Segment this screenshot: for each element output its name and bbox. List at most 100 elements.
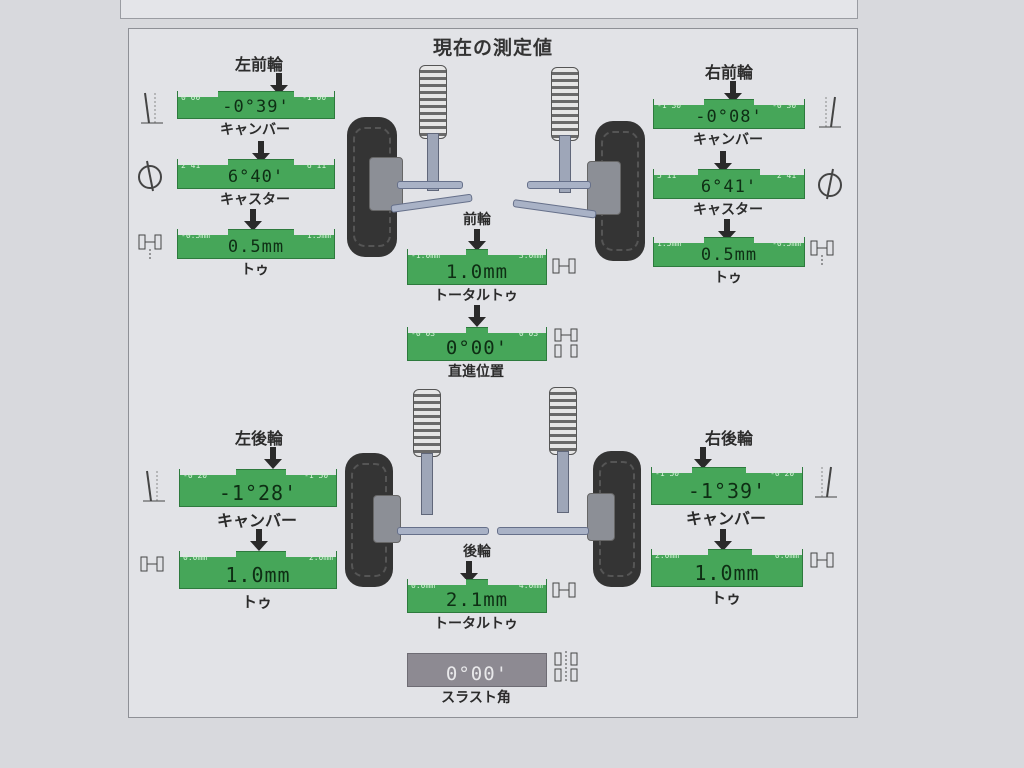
toe-icon bbox=[138, 234, 162, 261]
front-left-camber-min: 0°00' bbox=[181, 93, 206, 102]
rear-right-camber-gauge: -1°50' -0°20' -1°39' bbox=[651, 467, 803, 505]
straight-ahead-min: -0°03' bbox=[411, 329, 440, 338]
caster-icon-right bbox=[818, 168, 842, 200]
front-total-toe-gauge: -1.0mm 3.0mm 1.0mm bbox=[407, 249, 547, 285]
rear-camber-icon-right bbox=[815, 466, 837, 498]
rear-left-hub bbox=[373, 495, 401, 543]
thrust-icon bbox=[554, 651, 578, 682]
front-right-camber-gauge: -1°30' -0°30' -0°08' bbox=[653, 99, 805, 129]
front-right-toe-caption: トゥ bbox=[714, 270, 742, 286]
front-right-toe-min: 1.5mm bbox=[657, 239, 682, 248]
rear-toe-icon-right bbox=[810, 552, 834, 568]
front-right-tie-rod bbox=[527, 181, 591, 189]
rear-right-toe-max: 0.0mm bbox=[774, 551, 799, 560]
front-right-caster-min: 5°11' bbox=[657, 171, 682, 180]
page-title: 現在の測定値 bbox=[432, 37, 553, 59]
rear-left-camber-max: -1°50' bbox=[304, 471, 333, 480]
front-left-toe-gauge: -0.5mm 1.5mm 0.5mm bbox=[177, 229, 335, 259]
front-right-camber-value: -0°08' bbox=[695, 107, 763, 127]
rear-right-tire bbox=[593, 451, 641, 587]
rear-total-label: 後輪 bbox=[463, 544, 491, 560]
rear-right-toe-value: 1.0mm bbox=[694, 561, 760, 585]
rear-left-label: 左後輪 bbox=[234, 429, 283, 448]
front-right-camber-caption: キャンバー bbox=[693, 132, 763, 148]
rear-left-toe-caption: トゥ bbox=[241, 593, 272, 611]
thrust-angle-gauge: 0°00' bbox=[407, 653, 547, 687]
rear-right-camber-max: -0°20' bbox=[770, 469, 799, 478]
front-left-caster-min: 2°41' bbox=[181, 161, 206, 170]
front-right-toe-max: -0.5mm bbox=[772, 239, 801, 248]
front-left-label: 左前輪 bbox=[234, 55, 283, 74]
rear-left-camber-value: -1°28' bbox=[218, 481, 298, 505]
camber-icon-right bbox=[819, 96, 841, 128]
front-right-spring bbox=[551, 67, 579, 141]
rear-right-arm bbox=[497, 527, 589, 535]
front-right-toe-value: 0.5mm bbox=[700, 245, 758, 265]
rear-total-toe-gauge: 0.0mm 4.0mm 2.1mm bbox=[407, 579, 547, 613]
rear-right-camber-caption: キャンバー bbox=[685, 509, 766, 528]
front-left-camber-caption: キャンバー bbox=[220, 122, 290, 138]
rear-right-hub bbox=[587, 493, 615, 541]
front-left-caster-caption: キャスター bbox=[220, 192, 290, 208]
rear-right-toe-gauge: 2.0mm 0.0mm 1.0mm bbox=[651, 549, 803, 587]
previous-page-edge bbox=[120, 0, 858, 19]
front-left-camber-max: -1°00' bbox=[302, 93, 331, 102]
front-total-toe-caption: トータルトゥ bbox=[434, 288, 518, 304]
rear-camber-icon bbox=[143, 470, 165, 502]
front-right-label: 右前輪 bbox=[704, 63, 753, 82]
rear-left-camber-gauge: -0°20' -1°50' -1°28' bbox=[179, 469, 337, 507]
rear-right-camber-min: -1°50' bbox=[655, 469, 684, 478]
front-right-caster-gauge: 5°11' 2°41' 6°41' bbox=[653, 169, 805, 199]
total-toe-icon bbox=[552, 258, 576, 274]
front-left-toe-min: -0.5mm bbox=[181, 231, 210, 240]
rear-right-toe-min: 2.0mm bbox=[655, 551, 680, 560]
front-left-camber-gauge: 0°00' -1°00' -0°39' bbox=[177, 91, 335, 119]
front-left-caster-max: 6°11' bbox=[306, 161, 331, 170]
front-left-caster-value: 6°40' bbox=[227, 167, 285, 187]
straight-ahead-caption: 直進位置 bbox=[448, 364, 504, 380]
rear-right-spring bbox=[549, 387, 577, 455]
rear-left-arm bbox=[397, 527, 489, 535]
front-right-camber-min: -1°30' bbox=[657, 101, 686, 110]
front-left-toe-caption: トゥ bbox=[241, 262, 269, 278]
rear-toe-icon bbox=[140, 556, 164, 572]
steering-icon bbox=[554, 328, 578, 358]
front-left-toe-max: 1.5mm bbox=[306, 231, 331, 240]
rear-total-toe-value: 2.1mm bbox=[445, 589, 509, 611]
straight-ahead-max: 0°03' bbox=[518, 329, 543, 338]
rear-left-toe-value: 1.0mm bbox=[225, 563, 291, 587]
rear-left-camber-caption: キャンバー bbox=[216, 511, 297, 530]
front-left-camber-value: -0°39' bbox=[222, 97, 290, 117]
toe-icon-right bbox=[810, 240, 834, 267]
rear-right-toe-caption: トゥ bbox=[710, 589, 741, 607]
rear-left-toe-gauge: 0.0mm 2.0mm 1.0mm bbox=[179, 551, 337, 589]
rear-left-strut bbox=[421, 453, 433, 515]
front-right-caster-max: 2°41' bbox=[776, 171, 801, 180]
front-total-toe-max: 3.0mm bbox=[518, 251, 543, 260]
rear-left-toe-max: 2.0mm bbox=[308, 553, 333, 562]
front-total-toe-min: -1.0mm bbox=[411, 251, 440, 260]
rear-right-strut bbox=[557, 451, 569, 513]
thrust-angle-value: 0°00' bbox=[445, 663, 509, 685]
thrust-angle-caption: スラスト角 bbox=[441, 690, 511, 706]
front-left-strut bbox=[427, 133, 439, 191]
front-right-strut bbox=[559, 135, 571, 193]
rear-total-toe-icon bbox=[552, 582, 576, 598]
front-right-caster-value: 6°41' bbox=[700, 177, 758, 197]
front-right-toe-gauge: 1.5mm -0.5mm 0.5mm bbox=[653, 237, 805, 267]
rear-total-toe-caption: トータルトゥ bbox=[434, 616, 518, 632]
alignment-report-sheet: 現在の測定値 左前輪 0°00' -1°00' -0°39' キャン bbox=[128, 28, 858, 718]
rear-left-spring bbox=[413, 389, 441, 457]
camber-icon bbox=[141, 92, 163, 124]
straight-ahead-value: 0°00' bbox=[445, 337, 509, 359]
front-total-toe-value: 1.0mm bbox=[445, 261, 509, 283]
front-total-label: 前輪 bbox=[463, 212, 491, 228]
rear-total-toe-max: 4.0mm bbox=[518, 581, 543, 590]
rear-left-camber-min: -0°20' bbox=[183, 471, 212, 480]
front-left-spring bbox=[419, 65, 447, 139]
front-right-caster-caption: キャスター bbox=[693, 202, 763, 218]
rear-left-toe-min: 0.0mm bbox=[183, 553, 208, 562]
caster-icon bbox=[138, 160, 162, 192]
front-right-camber-max: -0°30' bbox=[772, 101, 801, 110]
rear-right-label: 右後輪 bbox=[704, 429, 753, 448]
